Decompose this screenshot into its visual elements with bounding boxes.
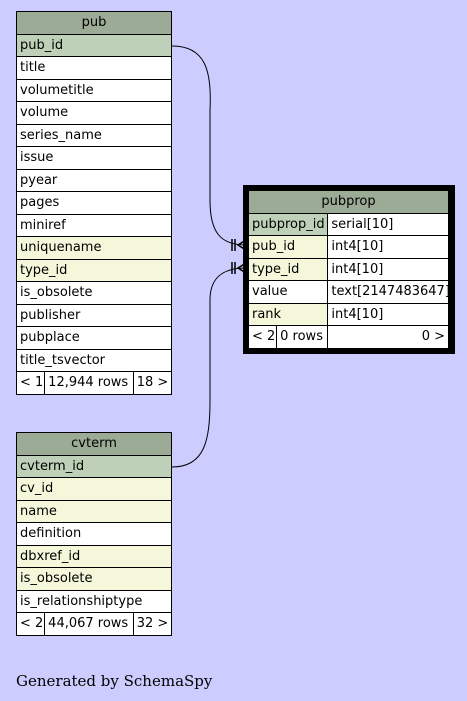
- column-row[interactable]: type_id: [16, 258, 172, 282]
- column-row[interactable]: title: [16, 56, 172, 80]
- column-row[interactable]: series_name: [16, 123, 172, 147]
- column-row[interactable]: cv_id: [16, 477, 172, 501]
- column-name[interactable]: rank: [247, 302, 329, 326]
- children-link[interactable]: 18 >: [132, 371, 173, 395]
- table-title[interactable]: pub: [16, 11, 172, 35]
- column-name[interactable]: volumetitle: [16, 78, 172, 102]
- column-type: int4[10]: [327, 235, 449, 259]
- edge-pub-to-pubprop: [171, 45, 247, 246]
- column-name[interactable]: publisher: [16, 303, 172, 327]
- column-row[interactable]: pages: [16, 191, 172, 215]
- parents-link[interactable]: < 2: [247, 325, 278, 349]
- column-name[interactable]: series_name: [16, 123, 172, 147]
- column-row[interactable]: title_tsvector: [16, 348, 172, 372]
- column-name[interactable]: pyear: [16, 168, 172, 192]
- column-name[interactable]: volume: [16, 101, 172, 125]
- column-type: serial[10]: [327, 212, 449, 236]
- column-row[interactable]: dbxref_id: [16, 544, 172, 568]
- generator-credit: Generated by SchemaSpy: [16, 672, 213, 690]
- column-row[interactable]: definition: [16, 522, 172, 546]
- column-name[interactable]: pages: [16, 191, 172, 215]
- column-row[interactable]: pub_id: [16, 33, 172, 57]
- column-name[interactable]: is_relationshiptype: [16, 589, 172, 613]
- column-row[interactable]: cvterm_id: [16, 454, 172, 478]
- column-name[interactable]: type_id: [16, 258, 172, 282]
- column-row[interactable]: is_obsolete: [16, 567, 172, 591]
- column-name[interactable]: pubprop_id: [247, 212, 329, 236]
- column-name[interactable]: is_obsolete: [16, 567, 172, 591]
- column-type: text[2147483647]: [327, 280, 449, 304]
- column-name[interactable]: definition: [16, 522, 172, 546]
- column-name[interactable]: pub_id: [247, 235, 329, 259]
- table-title[interactable]: pubprop: [248, 190, 449, 214]
- column-name[interactable]: issue: [16, 146, 172, 170]
- column-name[interactable]: pub_id: [16, 33, 172, 57]
- column-name[interactable]: type_id: [247, 257, 329, 281]
- column-name[interactable]: name: [16, 499, 172, 523]
- table-title[interactable]: cvterm: [16, 432, 172, 456]
- column-row[interactable]: uniquename: [16, 236, 172, 260]
- column-name[interactable]: pubplace: [16, 326, 172, 350]
- column-row[interactable]: is_relationshiptype: [16, 589, 172, 613]
- column-row[interactable]: volumetitle: [16, 78, 172, 102]
- column-row[interactable]: is_obsolete: [16, 281, 172, 305]
- row-count: 0 rows: [276, 325, 329, 349]
- column-row[interactable]: pubplace: [16, 326, 172, 350]
- column-name[interactable]: uniquename: [16, 236, 172, 260]
- column-name[interactable]: miniref: [16, 213, 172, 237]
- edge-cvterm-to-pubprop: [171, 267, 247, 468]
- column-row[interactable]: name: [16, 499, 172, 523]
- row-count: 44,067 rows: [44, 612, 134, 636]
- column-name[interactable]: title_tsvector: [16, 348, 172, 372]
- column-name[interactable]: title: [16, 56, 172, 80]
- column-type: int4[10]: [327, 257, 449, 281]
- column-name[interactable]: dbxref_id: [16, 544, 172, 568]
- parents-link[interactable]: < 2: [15, 612, 46, 636]
- column-name[interactable]: is_obsolete: [16, 281, 172, 305]
- row-count: 12,944 rows: [44, 371, 134, 395]
- column-row[interactable]: miniref: [16, 213, 172, 237]
- column-row[interactable]: issue: [16, 146, 172, 170]
- column-row[interactable]: publisher: [16, 303, 172, 327]
- parents-link[interactable]: < 1: [15, 371, 46, 395]
- children-link[interactable]: 0 >: [327, 325, 449, 349]
- column-row[interactable]: pyear: [16, 168, 172, 192]
- children-link[interactable]: 32 >: [132, 612, 173, 636]
- column-type: int4[10]: [327, 302, 449, 326]
- column-name[interactable]: cv_id: [16, 477, 172, 501]
- column-name[interactable]: cvterm_id: [16, 454, 172, 478]
- column-name[interactable]: value: [247, 280, 329, 304]
- column-row[interactable]: volume: [16, 101, 172, 125]
